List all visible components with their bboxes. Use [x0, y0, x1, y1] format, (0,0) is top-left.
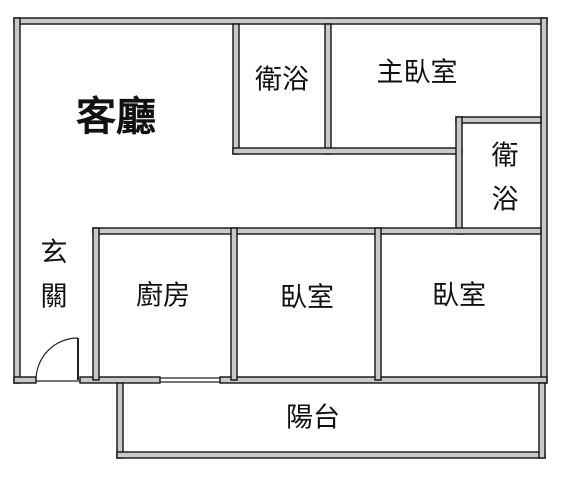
wall-horizontal-middle [92, 227, 542, 235]
door-swing-arc [35, 337, 79, 381]
wall-bath-master [324, 23, 332, 155]
outer-wall-left [13, 17, 21, 384]
bottom-wall-right-segment [219, 376, 548, 384]
bathroom-top-label: 衛浴 [255, 65, 309, 96]
wall-master-bottom [455, 116, 542, 124]
bathroom-right-label-line2: 浴 [492, 185, 519, 216]
master-bedroom-label: 主臥室 [377, 58, 458, 89]
wall-bath-right-left [455, 116, 463, 235]
kitchen-label: 廚房 [136, 281, 190, 312]
entrance-label-line2: 關 [41, 282, 68, 313]
wall-kitchen-bedroom [230, 227, 238, 381]
wall-bedroom-bedroom [374, 227, 382, 381]
wall-kitchen-left [92, 227, 100, 381]
outer-wall-top [13, 17, 548, 25]
balcony-label: 陽台 [286, 403, 340, 434]
wall-living-bath [232, 23, 240, 155]
balcony-wall-left [116, 382, 124, 459]
bathroom-right-label-line1: 衛 [492, 141, 519, 172]
entrance-label-line1: 玄 [41, 238, 68, 269]
balcony-wall-bottom [116, 451, 546, 459]
bedroom-right-label: 臥室 [432, 281, 486, 312]
bedroom-middle-label: 臥室 [280, 283, 334, 314]
bottom-wall-left-segment [13, 376, 37, 384]
living-room-label: 客廳 [76, 94, 156, 140]
balcony-wall-right [538, 382, 546, 459]
outer-wall-right [540, 17, 548, 384]
bottom-wall-middle-segment [79, 376, 161, 384]
wall-horizontal-upper [232, 147, 463, 155]
